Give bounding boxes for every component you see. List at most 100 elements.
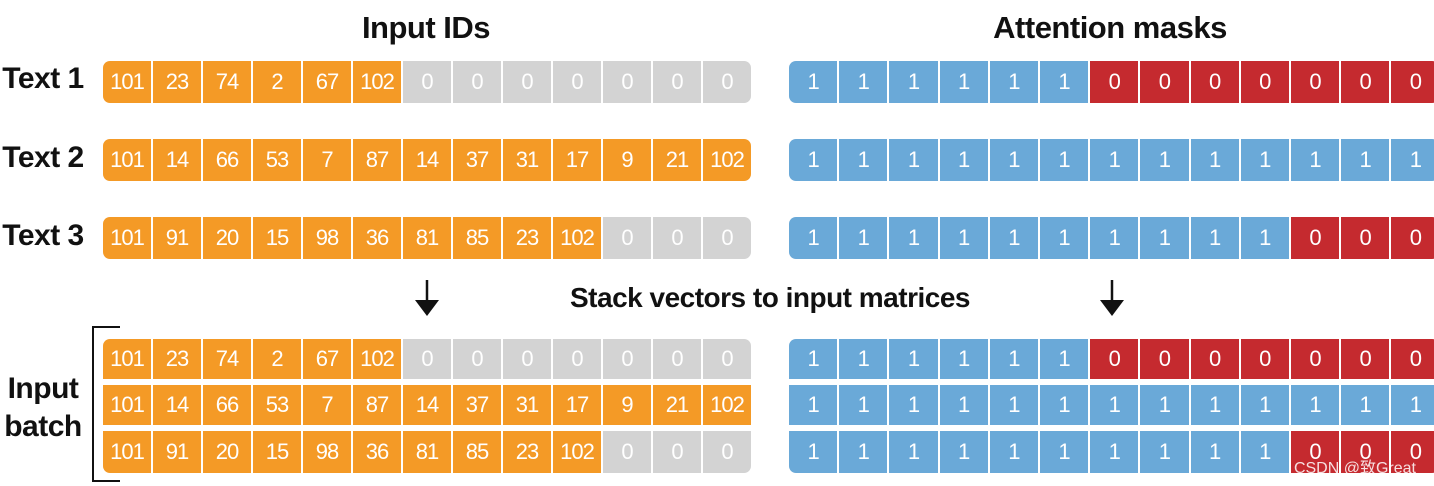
- mask-one-cell: 1: [989, 385, 1038, 425]
- mask-one-cell: 1: [1140, 217, 1189, 259]
- mask-one-cell: 1: [789, 139, 838, 181]
- watermark: CSDN @致Great: [1293, 460, 1416, 477]
- mask-zero-cell: 0: [1290, 431, 1340, 473]
- mask-one-cell: 1: [1341, 385, 1390, 425]
- token-id-cell: 20: [203, 431, 251, 473]
- mask-one-cell: 1: [1190, 217, 1239, 259]
- pad-token-cell: 0: [603, 431, 651, 473]
- token-id-cell: 15: [253, 431, 301, 473]
- mask-one-cell: 1: [1240, 217, 1289, 259]
- token-id-cell: 91: [153, 217, 201, 259]
- mask-one-cell: 1: [889, 217, 938, 259]
- mask-one-cell: 1: [939, 61, 988, 103]
- token-id-cell: 53: [253, 385, 301, 425]
- mask-one-cell: 1: [1039, 217, 1089, 259]
- token-id-cell: 81: [403, 431, 451, 473]
- mask-one-cell: 1: [789, 61, 838, 103]
- mask-one-cell: 1: [1090, 217, 1139, 259]
- mask-one-cell: 1: [989, 217, 1038, 259]
- mask-one-cell: 1: [989, 431, 1038, 473]
- mask-one-cell: 1: [789, 339, 838, 379]
- mask-one-cell: 1: [1039, 339, 1089, 379]
- mask-zero-cell: 0: [1240, 339, 1289, 379]
- mask-one-cell: 1: [1240, 385, 1289, 425]
- mask-zero-cell: 0: [1391, 339, 1434, 379]
- mask-one-cell: 1: [889, 431, 938, 473]
- token-id-cell: 67: [303, 61, 351, 103]
- token-id-cell: 102: [703, 139, 751, 181]
- pad-token-cell: 0: [653, 339, 701, 379]
- pad-token-cell: 0: [453, 61, 501, 103]
- token-id-cell: 85: [453, 217, 501, 259]
- token-id-cell: 102: [553, 217, 601, 259]
- token-id-cell: 53: [253, 139, 301, 181]
- mask-zero-cell: 0: [1290, 217, 1340, 259]
- mask-zero-cell: 0: [1290, 339, 1340, 379]
- mask-zero-cell: 0: [1341, 339, 1390, 379]
- mask-one-cell: 1: [1391, 139, 1434, 181]
- mask-one-cell: 1: [989, 139, 1038, 181]
- mask-zero-cell: 0: [1140, 339, 1189, 379]
- attention-masks-heading: Attention masks: [993, 10, 1227, 45]
- token-id-cell: 37: [453, 385, 501, 425]
- token-id-cell: 37: [453, 139, 501, 181]
- pad-token-cell: 0: [603, 217, 651, 259]
- token-id-cell: 102: [553, 431, 601, 473]
- token-id-cell: 87: [353, 385, 401, 425]
- token-id-cell: 21: [653, 139, 701, 181]
- mask-one-cell: 1: [939, 217, 988, 259]
- mask-one-cell: 1: [1090, 385, 1139, 425]
- mask-zero-cell: 0: [1341, 217, 1390, 259]
- mask-zero-cell: 0: [1391, 61, 1434, 103]
- mask-one-cell: 1: [1240, 431, 1289, 473]
- mask-one-cell: 1: [1140, 139, 1189, 181]
- mask-one-cell: 1: [939, 431, 988, 473]
- mask-one-cell: 1: [789, 385, 838, 425]
- mask-one-cell: 1: [1190, 431, 1239, 473]
- mask-one-cell: 1: [989, 339, 1038, 379]
- token-id-cell: 23: [153, 339, 201, 379]
- pad-token-cell: 0: [403, 61, 451, 103]
- token-id-cell: 14: [153, 139, 201, 181]
- token-id-cell: 91: [153, 431, 201, 473]
- token-id-cell: 17: [553, 385, 601, 425]
- input-batch-label: Input batch: [0, 370, 86, 446]
- stack-vectors-label: Stack vectors to input matrices: [570, 282, 970, 313]
- token-id-cell: 9: [603, 139, 651, 181]
- token-id-cell: 81: [403, 217, 451, 259]
- token-id-cell: 101: [103, 217, 151, 259]
- mask-one-cell: 1: [1039, 61, 1089, 103]
- token-id-cell: 101: [103, 431, 151, 473]
- token-id-cell: 36: [353, 431, 401, 473]
- token-id-cell: 31: [503, 385, 551, 425]
- row-label-text-1: Text 1: [2, 62, 84, 95]
- mask-one-cell: 1: [1039, 431, 1089, 473]
- token-id-cell: 2: [253, 339, 301, 379]
- input-batch-label-line-2: batch: [4, 410, 82, 443]
- mask-one-cell: 1: [1140, 385, 1189, 425]
- mask-zero-cell: 0: [1290, 61, 1340, 103]
- mask-zero-cell: 0: [1391, 217, 1434, 259]
- token-id-cell: 23: [503, 431, 551, 473]
- pad-token-cell: 0: [503, 61, 551, 103]
- token-id-cell: 17: [553, 139, 601, 181]
- mask-one-cell: 1: [1391, 385, 1434, 425]
- input-ids-heading: Input IDs: [361, 10, 491, 45]
- pad-token-cell: 0: [703, 217, 751, 259]
- token-id-cell: 7: [303, 385, 351, 425]
- token-id-cell: 23: [153, 61, 201, 103]
- mask-one-cell: 1: [1090, 139, 1139, 181]
- token-id-cell: 101: [103, 139, 151, 181]
- pad-token-cell: 0: [653, 431, 701, 473]
- mask-one-cell: 1: [839, 385, 888, 425]
- row-label-text-3: Text 3: [2, 219, 84, 252]
- token-id-cell: 102: [703, 385, 751, 425]
